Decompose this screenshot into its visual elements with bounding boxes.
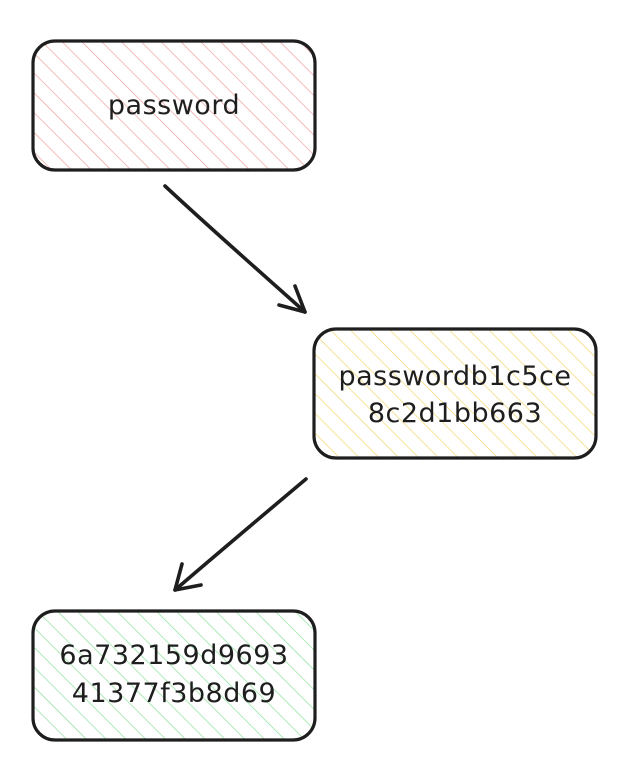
node-salted-password-hatch xyxy=(314,329,596,458)
node-hash-line-2: 41377f3b8d69 xyxy=(72,678,276,709)
node-password-hatch xyxy=(33,41,315,170)
node-hash-line-1: 6a732159d9693 xyxy=(59,640,288,671)
arrow-password-to-salted[interactable] xyxy=(163,184,307,314)
arrow-salted-to-hash[interactable] xyxy=(173,477,308,592)
node-salted-password-line-1: passwordb1c5ce xyxy=(339,361,572,392)
node-hash[interactable]: 6a732159d9693 41377f3b8d69 xyxy=(31,609,317,742)
node-salted-password-line-2: 8c2d1bb663 xyxy=(368,398,542,429)
node-hash-outline xyxy=(31,609,317,742)
node-salted-password-outline xyxy=(312,327,598,460)
arrow-salted-to-hash-head xyxy=(173,562,203,592)
node-hash-hatch xyxy=(33,611,315,740)
arrow-password-to-salted-head xyxy=(277,284,307,314)
arrow-password-to-salted-shaft xyxy=(163,184,307,314)
node-password-outline xyxy=(31,39,317,172)
node-password-label: password xyxy=(108,90,240,121)
arrow-salted-to-hash-shaft xyxy=(173,477,308,592)
node-salted-password[interactable]: passwordb1c5ce 8c2d1bb663 xyxy=(312,327,598,460)
node-password[interactable]: password xyxy=(31,39,317,172)
